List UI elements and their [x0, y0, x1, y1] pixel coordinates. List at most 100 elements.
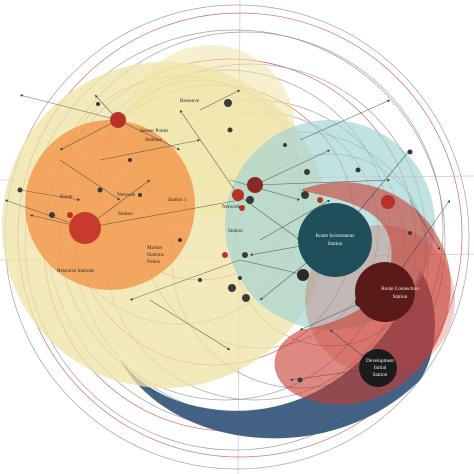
small-node [49, 212, 55, 218]
black-node [359, 349, 397, 387]
teal-node [298, 203, 372, 277]
small-node [128, 158, 132, 162]
small-node [222, 252, 228, 258]
arrow-head [130, 297, 133, 301]
arrow-head [147, 180, 150, 183]
small-node [304, 169, 310, 175]
arrow-head [197, 139, 200, 142]
small-node [297, 269, 309, 281]
connector-line [117, 119, 181, 151]
small-node [138, 193, 142, 197]
small-node [96, 102, 100, 106]
arrow-head [387, 178, 390, 182]
small-node [239, 205, 245, 211]
small-node [301, 191, 309, 199]
small-node [198, 278, 202, 282]
maroon-node [355, 262, 415, 322]
orange-bubble [25, 120, 195, 290]
connector-line [179, 109, 239, 196]
connector-line [259, 199, 331, 241]
small-node [97, 187, 103, 193]
label-layer: Resource Sensor Points Stations Route Ne… [57, 98, 243, 274]
arrow-head [60, 147, 63, 151]
connector-line [59, 119, 119, 151]
black-node-label-3: Station [373, 372, 388, 378]
small-node [407, 149, 413, 155]
small-node [242, 252, 248, 258]
connector-line [229, 179, 301, 201]
label-orange-upper-1: Sensor Points [140, 128, 168, 134]
arrow-head [20, 94, 23, 98]
red-node-center [232, 189, 244, 201]
arrow-head [117, 197, 120, 200]
small-node [355, 167, 361, 173]
teal-node-label-2: Station [328, 241, 343, 247]
connector-line [254, 149, 331, 186]
teal-node-label-1: Route Investments [316, 233, 355, 239]
connector-line [19, 94, 119, 121]
connector-line [84, 199, 241, 229]
connector-line [254, 179, 391, 186]
connector-line [19, 189, 81, 201]
label-orange-lower-3: Points [147, 259, 160, 265]
connector-line [149, 299, 231, 351]
label-orange-left: Route [60, 194, 73, 200]
arrow-head [290, 378, 293, 382]
connector-line [299, 99, 391, 141]
arrow-head [297, 197, 300, 201]
node-label-layer: Route Investments Station Route Connecti… [316, 233, 420, 378]
label-orange-mid-2: Station [118, 211, 133, 217]
label-top-center: Resource [180, 98, 200, 104]
arrow-head [327, 200, 330, 203]
red-node-mid [247, 177, 263, 193]
arrow-head [30, 214, 33, 218]
label-orange-bottom: Resource Stations [57, 268, 94, 274]
red-node-right [381, 195, 395, 209]
label-orange-lower-2: Stations [147, 252, 164, 258]
red-swirl [274, 182, 451, 405]
small-node [228, 284, 236, 292]
small-node [408, 231, 412, 235]
connector-line [199, 89, 241, 111]
connector-line [129, 259, 241, 301]
black-node-label-2: Initial [374, 365, 387, 371]
small-node [227, 127, 233, 133]
arrow-head [327, 149, 330, 153]
arrow-head [330, 330, 333, 333]
small-node [317, 197, 323, 203]
small-node [17, 187, 23, 193]
connector-line [59, 159, 121, 201]
arrow-head [300, 327, 303, 331]
arrow-head [437, 247, 440, 250]
arrow-head [77, 198, 80, 201]
small-node [242, 294, 250, 302]
arrow-head [177, 147, 180, 151]
connector-line [239, 259, 306, 276]
red-node-left [69, 212, 101, 244]
small-node [224, 99, 232, 107]
maroon-node-label-2: Station [393, 294, 408, 300]
connector-line [99, 139, 201, 161]
small-node [283, 143, 287, 147]
maroon-node-label-1: Route Connection [381, 286, 419, 292]
arrow-head [180, 110, 183, 113]
arrow-head [260, 297, 263, 300]
arrow-head [5, 199, 8, 203]
small-node [297, 377, 303, 383]
label-orange-mid-1: Network [117, 192, 136, 198]
small-node [238, 276, 242, 280]
label-center-2: Station [228, 228, 243, 234]
arrow-head [447, 200, 450, 203]
connector-line [409, 199, 441, 251]
label-orange-lower-1: Market [147, 245, 163, 251]
label-orange-mid-right: Station 1 [168, 197, 187, 203]
small-node [246, 196, 254, 204]
red-node-top [110, 112, 126, 128]
arrow-head [227, 347, 230, 350]
label-center-1: Network [222, 204, 241, 210]
arrow-head [387, 99, 390, 103]
small-nodes [17, 99, 413, 383]
arrow-head [95, 95, 98, 98]
small-node [67, 212, 73, 218]
